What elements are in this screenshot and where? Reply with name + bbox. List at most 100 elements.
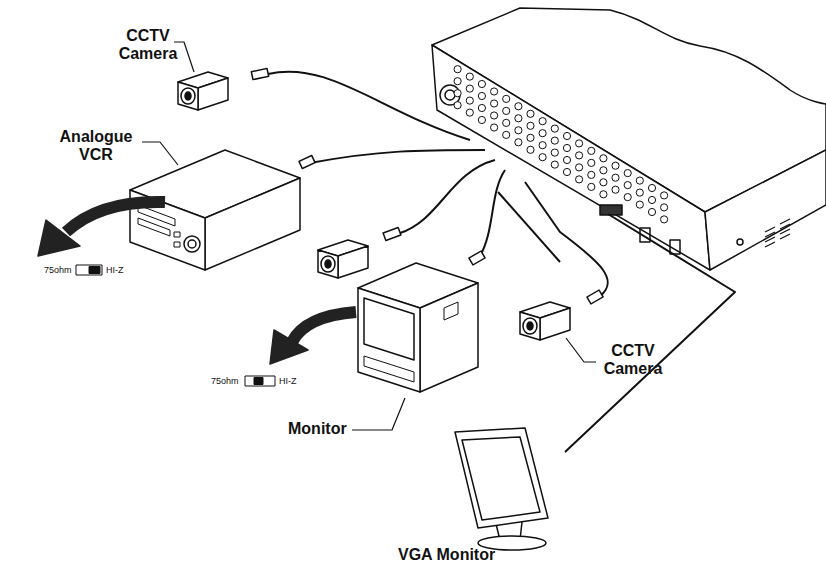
- bnc-connector: [491, 88, 498, 95]
- bnc-connector: [527, 110, 534, 117]
- dvr-unit: [432, 8, 826, 270]
- bnc-connector: [478, 92, 485, 99]
- bnc-connector: [527, 134, 534, 141]
- bnc-connector: [551, 137, 558, 144]
- cctv-camera: [318, 240, 368, 278]
- bnc-connector: [539, 142, 546, 149]
- bnc-connector: [454, 102, 461, 109]
- bnc-connector: [551, 149, 558, 156]
- cables: [268, 72, 735, 452]
- bnc-connector: [576, 164, 583, 171]
- plug: [251, 68, 268, 79]
- impedance-switch: [245, 376, 275, 386]
- vga-port: [600, 205, 622, 215]
- bnc-connector: [491, 100, 498, 107]
- bnc-connector: [503, 131, 510, 138]
- impedance-switch: [76, 265, 102, 275]
- bnc-connector: [648, 208, 655, 215]
- bnc-connector: [588, 147, 595, 154]
- bnc-connector: [515, 103, 522, 110]
- switch-label: 75ohm: [44, 265, 72, 275]
- bnc-connector: [612, 186, 619, 193]
- cctv-camera: [520, 302, 570, 340]
- bnc-connector: [600, 155, 607, 162]
- cable: [268, 72, 470, 140]
- power-socket: [737, 239, 743, 245]
- bnc-connector: [648, 184, 655, 191]
- bnc-connector: [576, 176, 583, 183]
- bnc-connector: [503, 107, 510, 114]
- bnc-connector: [612, 174, 619, 181]
- bnc-connector: [527, 146, 534, 153]
- cctv-camera: [178, 72, 228, 110]
- vga-monitor: [455, 428, 548, 550]
- bnc-connector: [466, 97, 473, 104]
- bnc-connector: [478, 116, 485, 123]
- monitor: [358, 263, 478, 392]
- bnc-connector: [551, 161, 558, 168]
- device-label: VGA Monitor: [398, 546, 495, 564]
- bnc-connector: [576, 140, 583, 147]
- bnc-connector: [539, 118, 546, 125]
- bnc-connector: [588, 183, 595, 190]
- bnc-connector: [624, 194, 631, 201]
- bnc-connector: [661, 204, 668, 211]
- bnc-connector: [454, 90, 461, 97]
- bnc-connector: [636, 177, 643, 184]
- device-label: CCTV Camera: [597, 342, 669, 379]
- leader-line: [566, 338, 596, 362]
- dvr-front: [432, 45, 710, 270]
- vents: [765, 219, 790, 247]
- leader-line: [352, 398, 405, 430]
- bnc-connector: [600, 179, 607, 186]
- bnc-connector: [539, 154, 546, 161]
- bnc-connector: [551, 125, 558, 132]
- switch-label: 75ohm: [211, 376, 239, 386]
- bnc-connector: [466, 109, 473, 116]
- bnc-connector: [588, 171, 595, 178]
- bnc-group: [454, 66, 668, 223]
- bnc-connector: [648, 196, 655, 203]
- plug: [299, 155, 315, 168]
- bnc-connector: [661, 192, 668, 199]
- leader-lines: [142, 42, 596, 430]
- cable: [480, 170, 505, 256]
- bnc-connector: [454, 66, 461, 73]
- bnc-connector: [600, 191, 607, 198]
- cable: [400, 160, 495, 233]
- device-label: Analogue VCR: [50, 128, 142, 165]
- bnc-connector: [539, 130, 546, 137]
- bnc-connector: [503, 119, 510, 126]
- leader-line: [142, 142, 178, 165]
- bnc-connector: [588, 159, 595, 166]
- arrow-shaft: [292, 312, 356, 342]
- switch-label: HI-Z: [106, 265, 124, 275]
- bnc-connector: [515, 127, 522, 134]
- bnc-connector: [624, 182, 631, 189]
- arrow-head: [38, 220, 80, 256]
- bnc-connector: [491, 124, 498, 131]
- device-label: Monitor: [288, 420, 347, 438]
- device-label: CCTV Camera: [112, 27, 184, 64]
- cable: [310, 150, 485, 163]
- cable: [525, 182, 608, 296]
- bnc-connector: [527, 122, 534, 129]
- bnc-connector: [612, 162, 619, 169]
- cable: [565, 214, 735, 452]
- cable: [498, 192, 560, 262]
- arrow-shaft: [66, 202, 165, 232]
- plug: [383, 228, 401, 241]
- bnc-connector: [636, 201, 643, 208]
- fan: [445, 90, 455, 100]
- bnc-connector: [636, 189, 643, 196]
- bnc-connector: [515, 115, 522, 122]
- bnc-connector: [478, 80, 485, 87]
- bnc-connector: [515, 139, 522, 146]
- bnc-connector: [661, 216, 668, 223]
- bnc-connector: [624, 170, 631, 177]
- plug: [587, 290, 603, 304]
- bnc-connector: [600, 167, 607, 174]
- bnc-connector: [466, 73, 473, 80]
- bnc-connector: [478, 104, 485, 111]
